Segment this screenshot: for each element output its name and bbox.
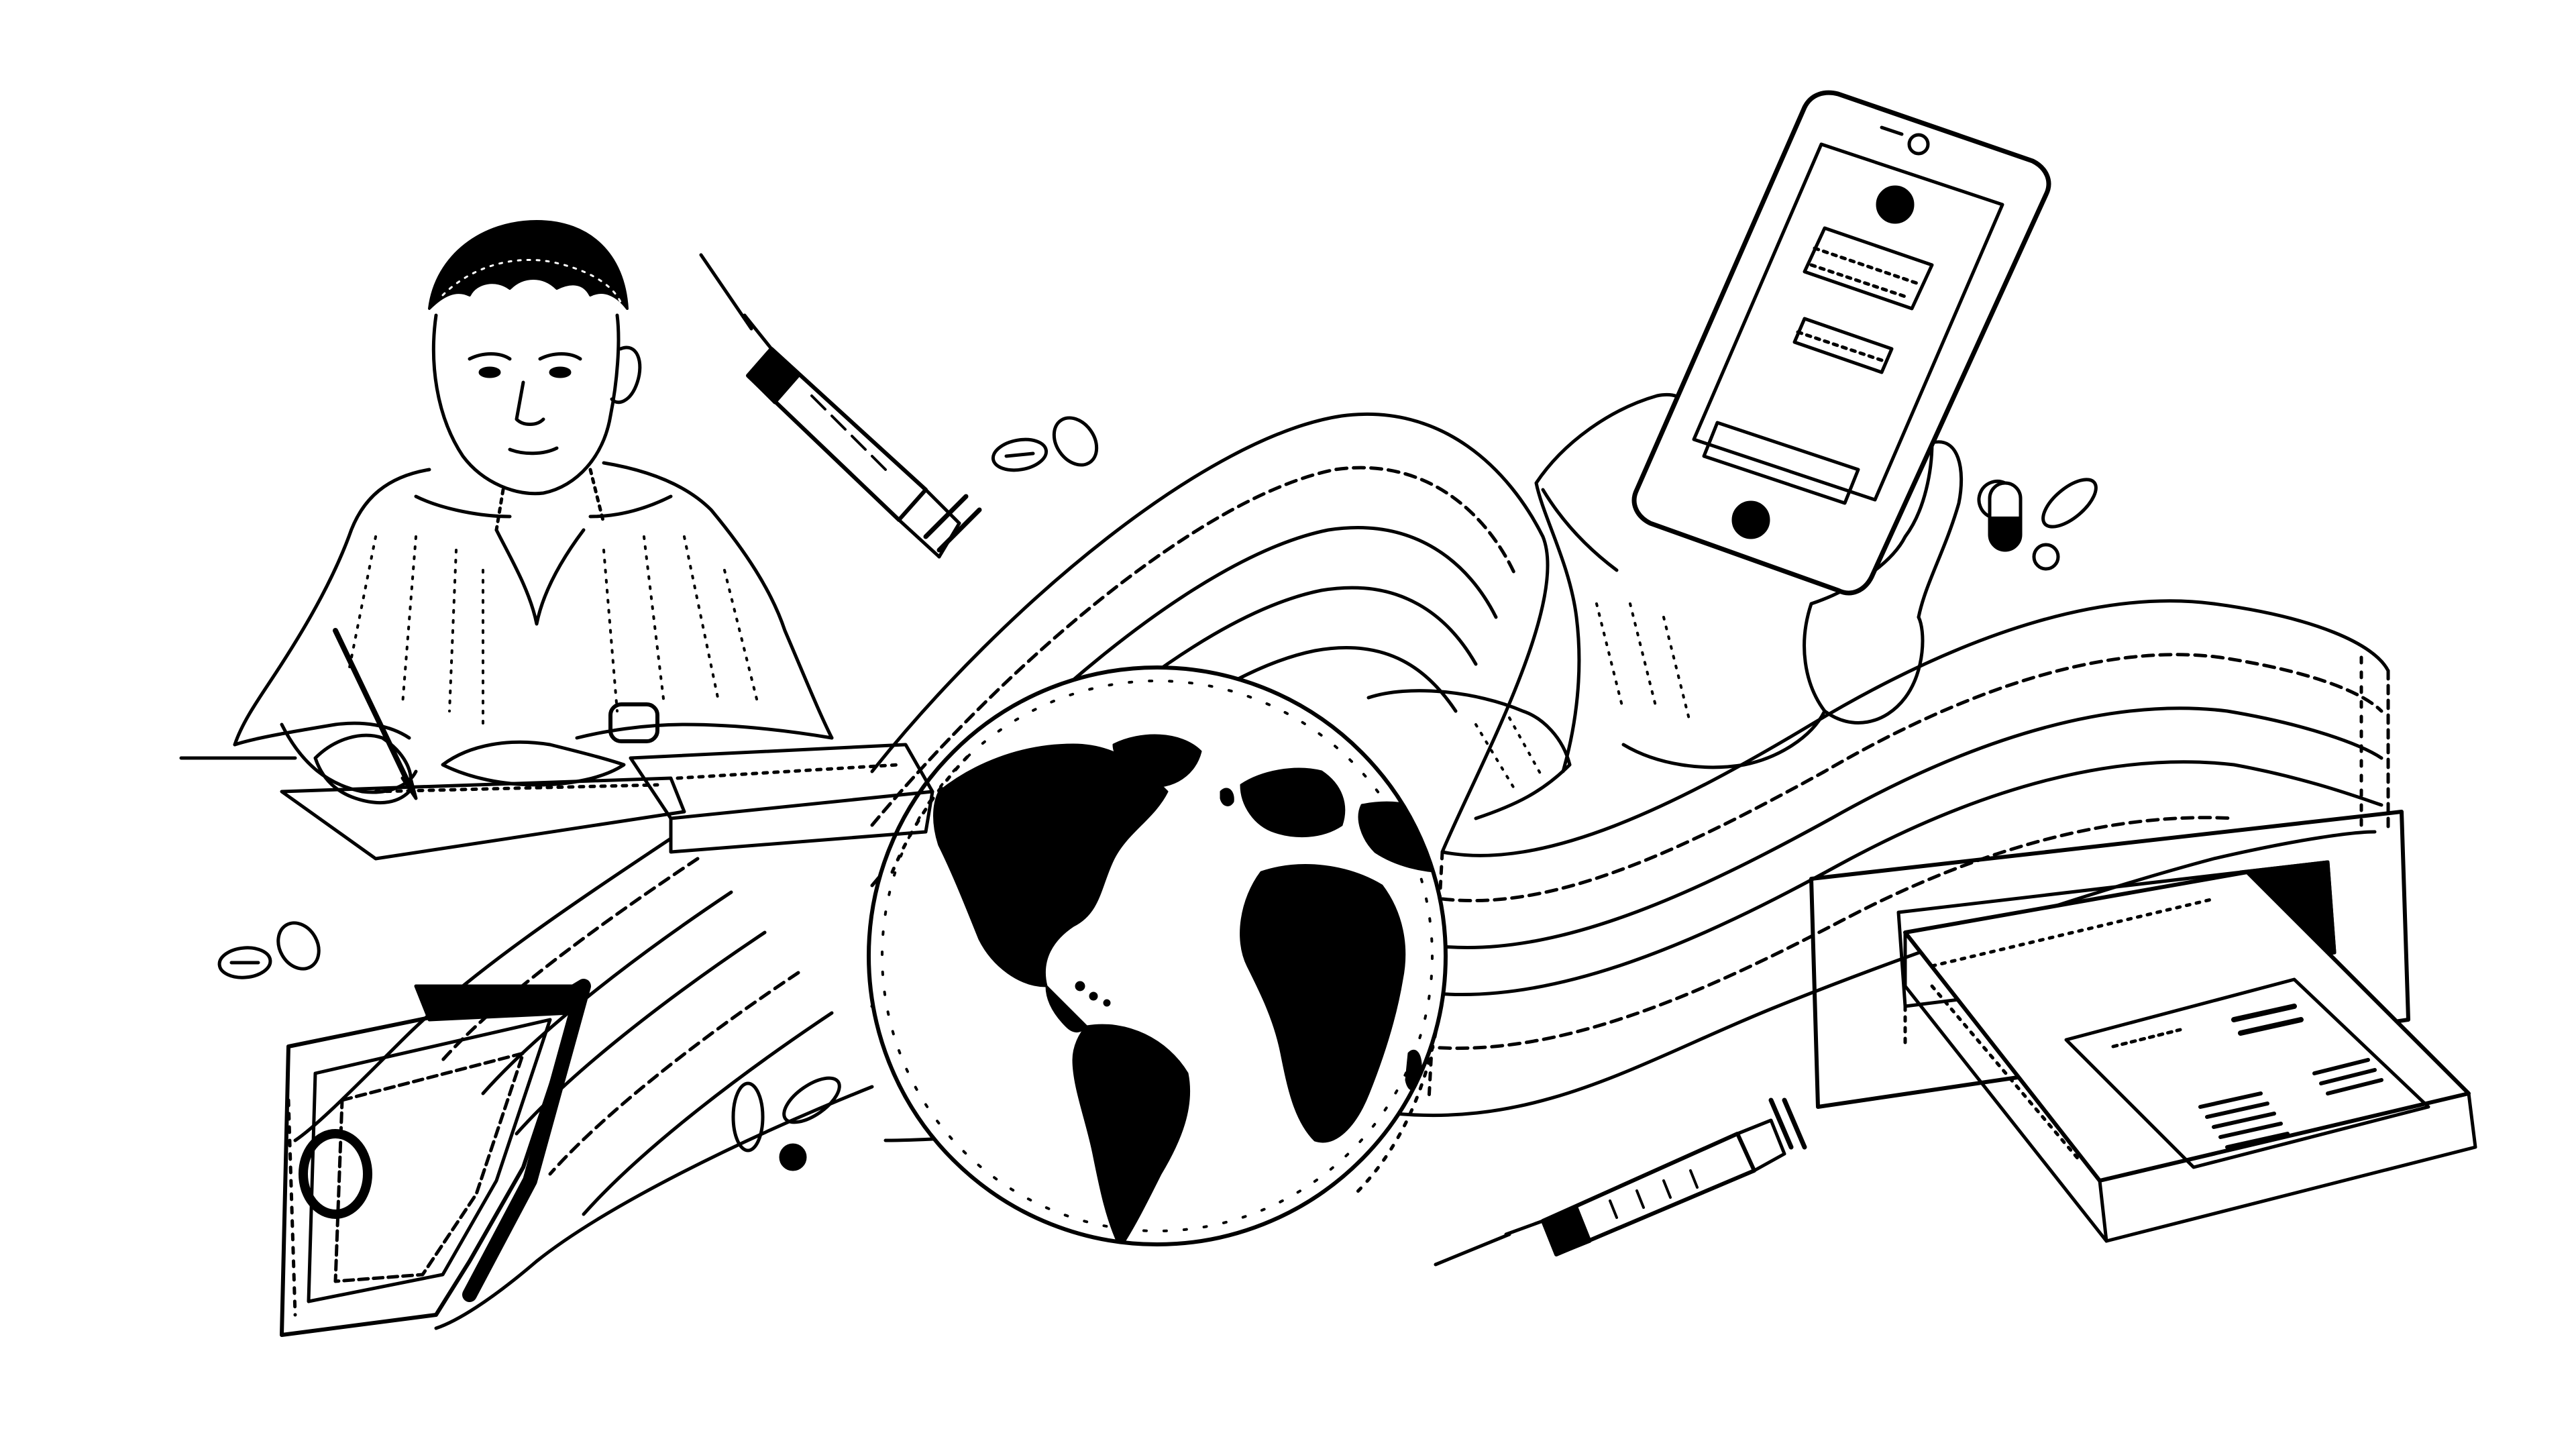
box-sliding-out-of-slot: [1809, 810, 2477, 1243]
syringe-icon: [1434, 1097, 1807, 1267]
phone-reply-field: [1702, 421, 1860, 505]
wristwatch-icon: [608, 702, 659, 743]
syringe-icon: [699, 253, 982, 559]
smartphone-icon: [1631, 90, 2051, 596]
pills: [217, 416, 2098, 1171]
banknote-circle-icon: [299, 1129, 372, 1219]
chat-bubble-outgoing: [1792, 317, 1894, 374]
wavy-ribbon-left: [293, 837, 874, 1330]
globe-icon: [867, 665, 1448, 1246]
banknote: [280, 979, 591, 1337]
chat-bubble-incoming: [1803, 226, 1934, 311]
paper-sheet: [280, 776, 686, 861]
person-writing: [179, 220, 934, 861]
pencil-icon: [333, 628, 412, 788]
